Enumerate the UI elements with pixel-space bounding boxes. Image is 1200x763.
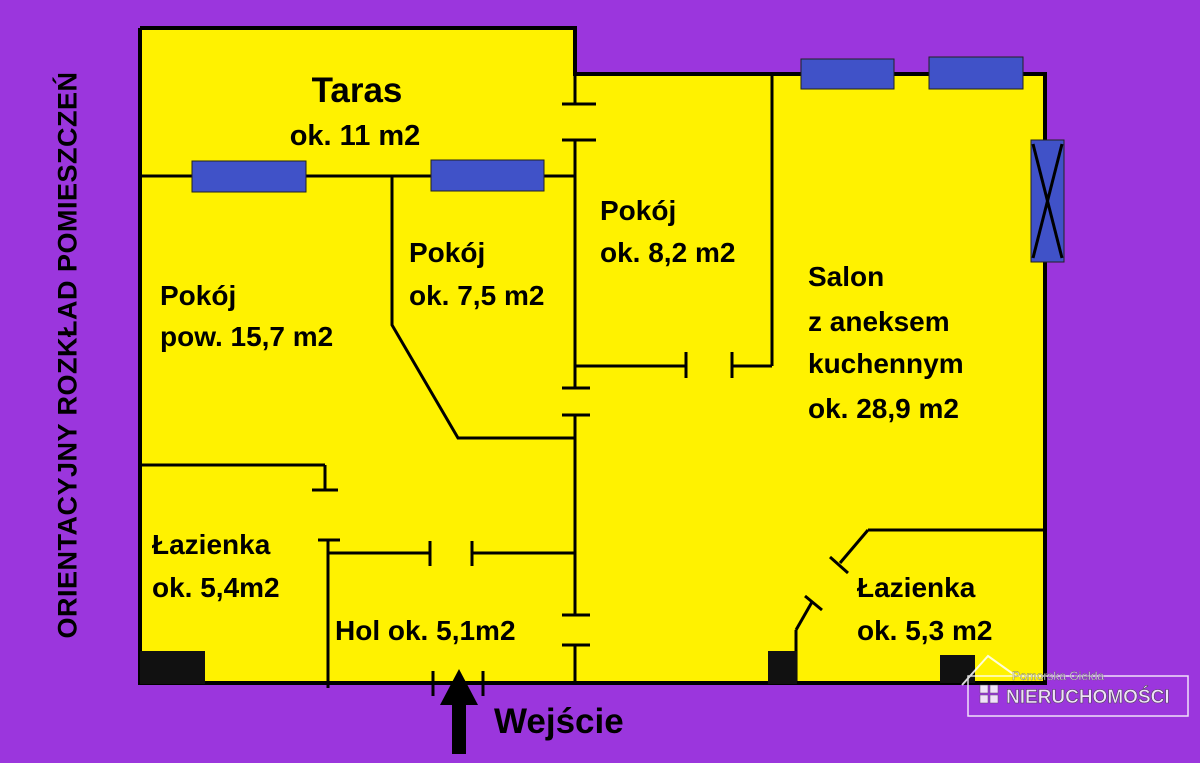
entrance-label: Wejście	[494, 702, 624, 741]
door-jambs	[312, 102, 849, 696]
room-taras-name: Taras	[312, 71, 403, 110]
room-lazienka2-area: ok. 5,3 m2	[857, 615, 992, 646]
shafts	[140, 651, 975, 684]
room-salon-name-line2: z aneksem	[808, 306, 950, 337]
interior-walls	[140, 74, 1045, 688]
watermark-logo: Pomorska Giełda NIERUCHOMOŚCI	[961, 654, 1189, 717]
watermark-line2: NIERUCHOMOŚCI	[1006, 686, 1170, 708]
room-pokoj3-name: Pokój	[600, 195, 676, 226]
room-pokoj1-area: pow. 15,7 m2	[160, 321, 333, 352]
entrance-arrow-icon	[440, 669, 478, 754]
room-taras-area: ok. 11 m2	[290, 120, 421, 152]
floor-area	[140, 28, 1045, 683]
room-pokoj1-name: Pokój	[160, 280, 236, 311]
room-lazienka1-area: ok. 5,4m2	[152, 572, 280, 603]
room-hol-label: Hol ok. 5,1m2	[335, 615, 516, 646]
room-salon-area: ok. 28,9 m2	[808, 393, 959, 424]
room-salon-name-line1: Salon	[808, 261, 884, 292]
room-pokoj2-name: Pokój	[409, 237, 485, 268]
room-pokoj2-area: ok. 7,5 m2	[409, 280, 544, 311]
room-lazienka2-name: Łazienka	[857, 572, 976, 603]
watermark-line1: Pomorska Giełda	[1012, 669, 1104, 683]
balcony-door-cross	[1031, 143, 1064, 259]
room-salon-name-line3: kuchennym	[808, 348, 964, 379]
room-pokoj3-area: ok. 8,2 m2	[600, 237, 735, 268]
room-lazienka1-name: Łazienka	[152, 529, 271, 560]
